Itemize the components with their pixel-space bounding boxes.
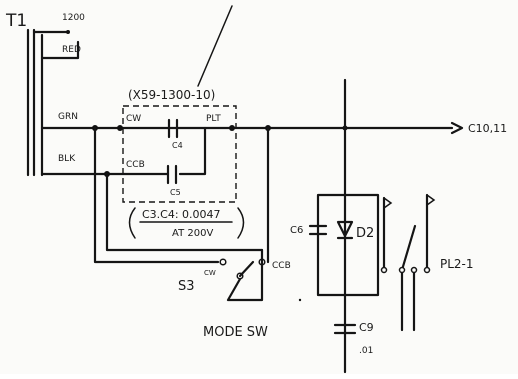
- s3-blade: [238, 260, 255, 278]
- s3-ccb-label: CCB: [272, 261, 291, 271]
- note-bracket-right: [237, 207, 245, 239]
- relay-flag-2: [426, 194, 436, 206]
- t1-label: T1: [5, 11, 27, 31]
- cap-note-line1: C3.C4: 0.0047: [142, 208, 221, 221]
- tap-red-lead: [40, 40, 80, 60]
- c9-value: .01: [359, 346, 373, 356]
- d2-label: D2: [356, 226, 374, 241]
- c9-label: C9: [359, 321, 374, 334]
- cap-note-line2: AT 200V: [172, 228, 213, 239]
- scan-speck: [298, 298, 302, 302]
- switch-block-outline: [122, 105, 237, 203]
- tap-grn-label: GRN: [58, 112, 78, 122]
- output-ref-label: C10,11: [468, 122, 507, 135]
- relay-contact-4: [423, 266, 431, 274]
- switch-ccb-label: CCB: [126, 160, 145, 170]
- tap-1200-node: [66, 30, 70, 34]
- tap-1200-label: 1200: [62, 13, 85, 23]
- drop-wire-95: [93, 126, 220, 264]
- switch-plt-label: PLT: [206, 114, 221, 124]
- s3-ref-mark: CW: [204, 269, 216, 277]
- output-arrowhead: [450, 121, 464, 135]
- c5-label: C5: [170, 188, 181, 197]
- s3-contact-left: [219, 258, 227, 266]
- drop-wire-107: [105, 172, 264, 252]
- relay-contact-1: [380, 266, 388, 274]
- c5-right-wire: [178, 126, 207, 176]
- junction-grn-232: [229, 125, 235, 131]
- note-bracket-left: [128, 207, 136, 239]
- d2-diode-triangle: [336, 220, 354, 238]
- tap-red-label: RED: [62, 45, 81, 55]
- s3-ref-label: S3: [178, 279, 195, 294]
- relay-flag-1: [383, 197, 393, 209]
- c4-label: C4: [172, 141, 183, 150]
- switch-cw-label: CW: [126, 114, 141, 124]
- tap-blk-label: BLK: [58, 154, 76, 164]
- relay-contact-3: [410, 266, 418, 274]
- c6-d2-loop: [316, 193, 380, 297]
- junction-grn-120: [117, 125, 123, 131]
- relay-label: PL2-1: [440, 257, 474, 271]
- relay-contact-2: [398, 266, 406, 274]
- relay-blade: [400, 224, 417, 272]
- s3-common-lead: [226, 248, 264, 302]
- switch-part-number: (X59-1300-10): [128, 88, 215, 102]
- c6-label: C6: [290, 225, 303, 236]
- tuning-shaft: [197, 5, 233, 87]
- mode-sw-label: MODE SW: [203, 325, 268, 340]
